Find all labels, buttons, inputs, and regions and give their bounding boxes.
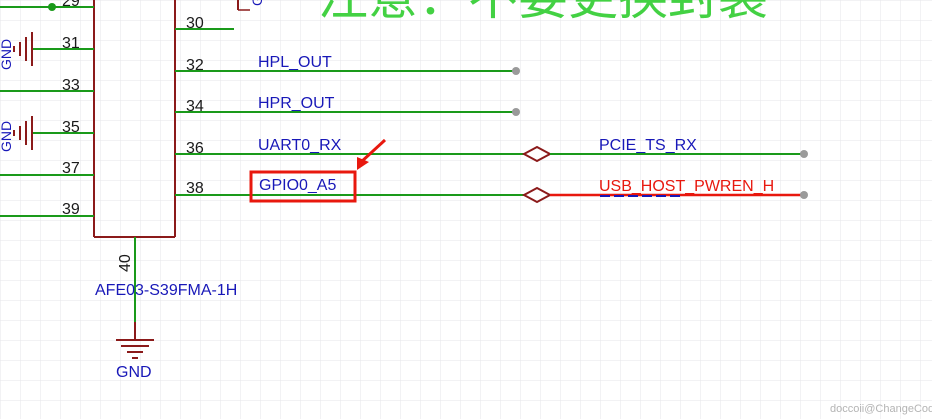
right-pin-number-34: 34: [186, 98, 204, 115]
ground-symbol-left-31: [13, 32, 33, 66]
right-pin-number-30: 30: [186, 15, 204, 32]
net-label-hpl-out: HPL_OUT: [258, 54, 332, 71]
highlight-box: [249, 170, 357, 203]
left-pin-number-37: 37: [62, 160, 80, 177]
ground-label-31: GND: [0, 39, 14, 70]
junction-dot: [48, 3, 56, 11]
left-pin-number-33: 33: [62, 77, 80, 94]
banner-text: 注意：不要更换封装: [318, 0, 768, 25]
left-pin-number-31: 31: [62, 35, 80, 52]
net-end-usb-host-pwren-h: [800, 191, 808, 199]
bottom-pin-number-40: 40: [117, 254, 134, 272]
highlight-arrow-head: [357, 157, 369, 170]
ground-symbol-left-35: [13, 116, 33, 150]
component-name: AFE03-S39FMA-1H: [95, 282, 237, 299]
fragment-label: G: [249, 0, 265, 6]
ground-label-35: GND: [0, 121, 14, 152]
net-label-usb-host-pwren-h: USB_HOST_PWREN_H: [599, 178, 774, 195]
net-label-hpr-out: HPR_OUT: [258, 95, 335, 112]
net-label-pcie-ts-rx: PCIE_TS_RX: [599, 137, 697, 154]
net-label-uart0-rx: UART0_RX: [258, 137, 342, 154]
right-pin-number-38: 38: [186, 180, 204, 197]
left-pin-number-29: 29: [62, 0, 80, 10]
ground-symbol-bottom: [116, 322, 154, 359]
right-pin-number-36: 36: [186, 140, 204, 157]
left-pin-number-35: 35: [62, 119, 80, 136]
watermark: doccoii@ChangeCode: [830, 403, 932, 415]
right-pin-number-32: 32: [186, 57, 204, 74]
net-label-gpio0-a5: GPIO0_A5: [259, 177, 336, 194]
highlight-arrow-line: [358, 138, 387, 165]
net-end-hpr-out: [512, 108, 520, 116]
net-end-hpl-out: [512, 67, 520, 75]
ground-label-bottom: GND: [116, 364, 152, 381]
net-end-pcie-ts-rx: [800, 150, 808, 158]
left-pin-number-39: 39: [62, 201, 80, 218]
